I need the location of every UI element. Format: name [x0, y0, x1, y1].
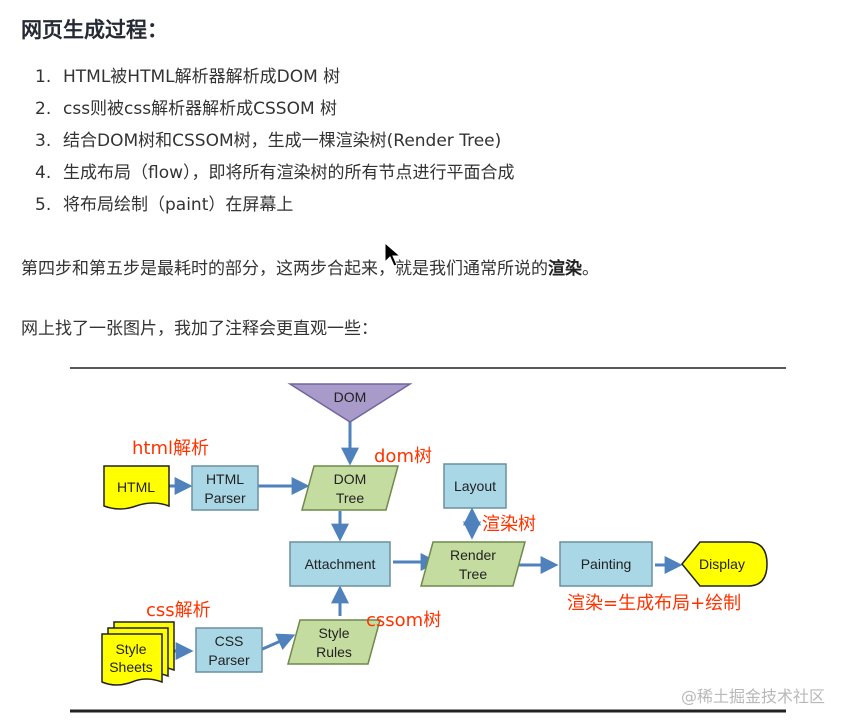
- arrow-cssparser-to-rules: [257, 633, 296, 653]
- list-number: 1.: [35, 67, 52, 87]
- paragraph-text: 第四步和第五步是最耗时的部分，这两步合起来，就是我们通常所说的: [21, 259, 548, 279]
- attachment-box: [289, 541, 391, 587]
- dom-tree-shape: [301, 465, 399, 511]
- annotation-html-parse: html解析: [132, 438, 209, 459]
- html-parser-label-2: Parser: [204, 490, 246, 506]
- attachment-label: Attachment: [305, 556, 376, 572]
- dom-tree-label-2: Tree: [336, 490, 364, 506]
- render-tree-label-2: Tree: [459, 566, 487, 582]
- html-parser-box: [191, 465, 259, 511]
- list-text: 将布局绘制（paint）在屏幕上: [63, 195, 294, 215]
- dom-source-label: DOM: [334, 389, 367, 405]
- annotation-dom-tree: dom树: [374, 446, 432, 467]
- annotation-cssom-tree: cssom树: [366, 610, 441, 631]
- mouse-cursor-icon: [384, 242, 402, 267]
- dom-source-shape: [287, 383, 413, 423]
- style-rules-shape: [287, 619, 381, 665]
- painting-label: Painting: [581, 556, 632, 572]
- layout-label: Layout: [454, 478, 496, 494]
- display-shape: [681, 541, 768, 587]
- paragraph-punct: 。: [582, 259, 599, 279]
- list-text: HTML被HTML解析器解析成DOM 树: [63, 67, 341, 87]
- render-flow-diagram: DOM HTML HTML Parser DOM Tree Attachment…: [70, 367, 786, 713]
- list-text: 生成布局（flow），即将所有渲染树的所有节点进行平面合成: [63, 163, 515, 183]
- paragraph-render-note: 第四步和第五步是最耗时的部分，这两步合起来，就是我们通常所说的渲染。: [21, 254, 599, 279]
- list-number: 4.: [35, 163, 52, 183]
- flow-arrows: [169, 419, 683, 660]
- display-label: Display: [699, 556, 745, 572]
- painting-box: [559, 541, 653, 587]
- section-title: 网页生成过程：: [21, 18, 168, 42]
- css-parser-box: [195, 627, 263, 673]
- list-number: 5.: [35, 195, 52, 215]
- html-document-shape: [103, 465, 170, 510]
- render-tree-shape: [420, 541, 526, 587]
- css-parser-label-2: Parser: [208, 652, 250, 668]
- layout-box: [443, 463, 507, 509]
- style-sheets-label-1: Style: [115, 641, 146, 657]
- list-text: css则被css解析器解析成CSSOM 树: [63, 99, 338, 119]
- style-rules-label-2: Rules: [316, 644, 352, 660]
- list-number: 3.: [35, 131, 52, 151]
- list-text: 结合DOM树和CSSOM树，生成一棵渲染树(Render Tree): [63, 131, 502, 151]
- style-sheets-shape: [101, 633, 163, 686]
- annotation-css-parse: css解析: [146, 600, 211, 621]
- render-tree-label-1: Render: [450, 547, 496, 563]
- style-sheets-label-2: Sheets: [109, 659, 153, 675]
- annotation-render-tree: 渲染树: [482, 514, 536, 535]
- annotation-render-formula: 渲染=生成布局+绘制: [567, 593, 741, 614]
- css-parser-label-1: CSS: [215, 633, 244, 649]
- html-document-label: HTML: [117, 479, 155, 495]
- dom-tree-label-1: DOM: [334, 471, 367, 487]
- paragraph-image-intro: 网上找了一张图片，我加了注释会更直观一些：: [21, 319, 378, 339]
- watermark: @稀土掘金技术社区: [680, 687, 825, 706]
- html-parser-label-1: HTML: [206, 471, 244, 487]
- list-number: 2.: [35, 99, 52, 119]
- style-rules-label-1: Style: [318, 625, 349, 641]
- bold-term-render: 渲染: [548, 259, 582, 279]
